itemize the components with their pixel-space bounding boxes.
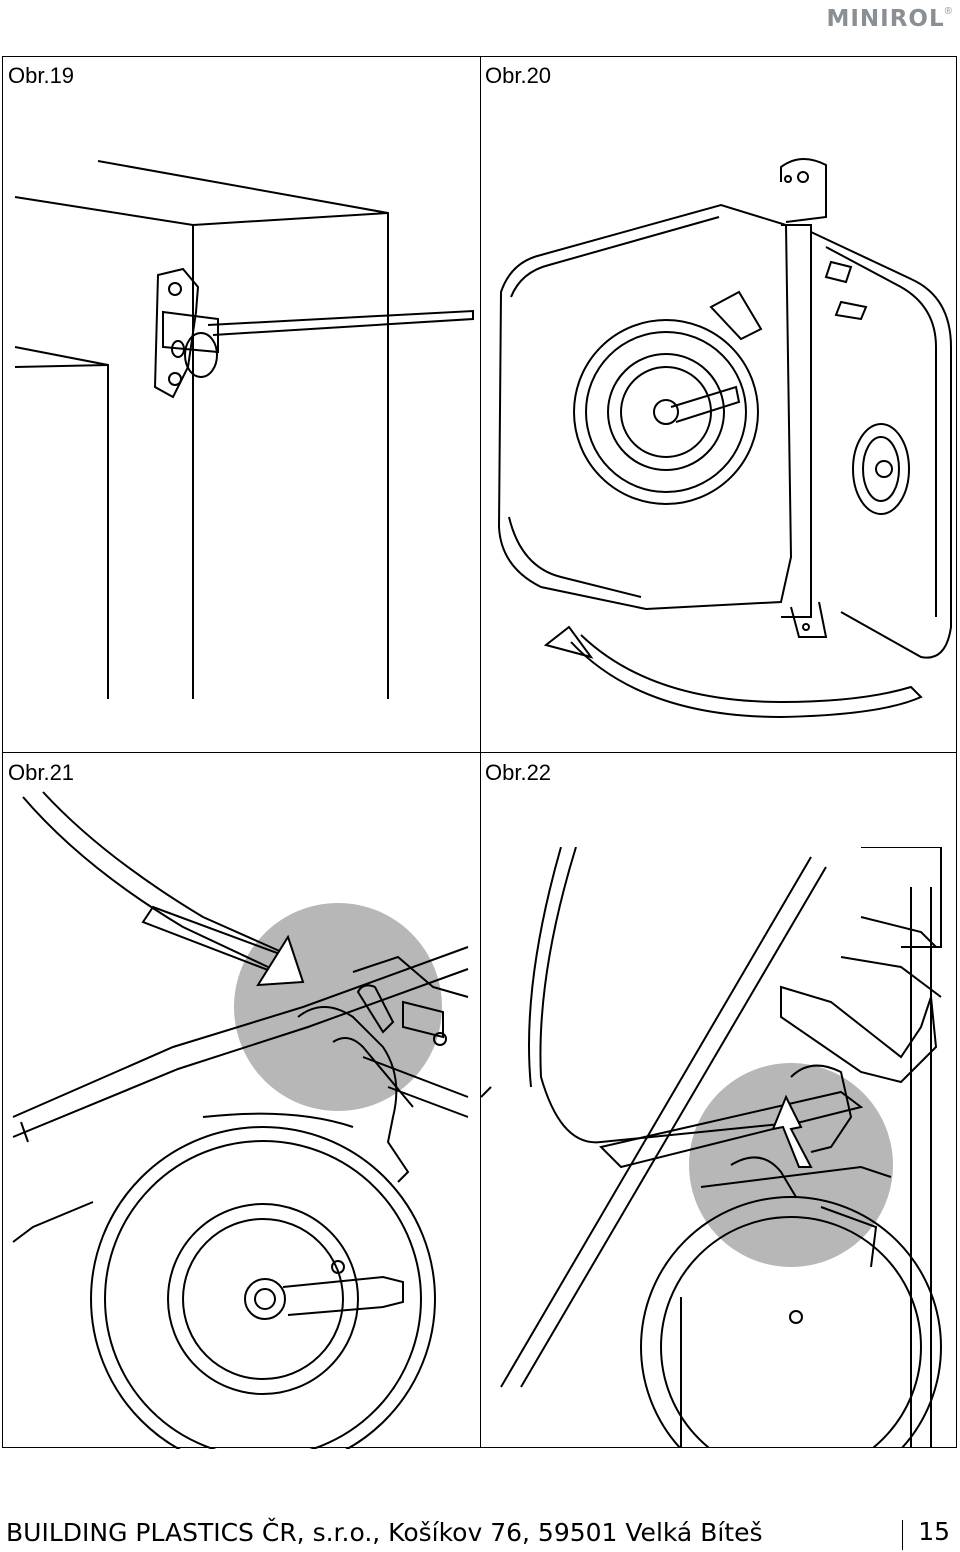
highlight-circle: [689, 1063, 893, 1267]
highlight-circle: [234, 903, 442, 1111]
figure-22-illustration: [481, 847, 957, 1447]
registered-mark: ®: [944, 6, 952, 17]
minirol-logo: MINIROL ®: [826, 2, 952, 36]
footer-company: BUILDING PLASTICS ČR, s.r.o., Košíkov 76…: [6, 1518, 763, 1547]
figure-label-21: Obr.21: [8, 760, 75, 785]
logo-text: MINIROL: [826, 6, 945, 32]
figure-label-19: Obr.19: [8, 63, 75, 88]
figure-label-20: Obr.20: [485, 63, 552, 88]
figure-21-illustration: [3, 787, 479, 1449]
page-number: 15: [918, 1517, 950, 1546]
figure-grid: Obr.19 Obr.20 Obr.21 Obr.22: [2, 56, 957, 1449]
figure-20-illustration: [481, 97, 957, 751]
grid-divider-horizontal: [3, 752, 956, 753]
figure-19-illustration: [3, 97, 479, 751]
figure-label-22: Obr.22: [485, 760, 552, 785]
page-number-separator: [902, 1520, 903, 1550]
